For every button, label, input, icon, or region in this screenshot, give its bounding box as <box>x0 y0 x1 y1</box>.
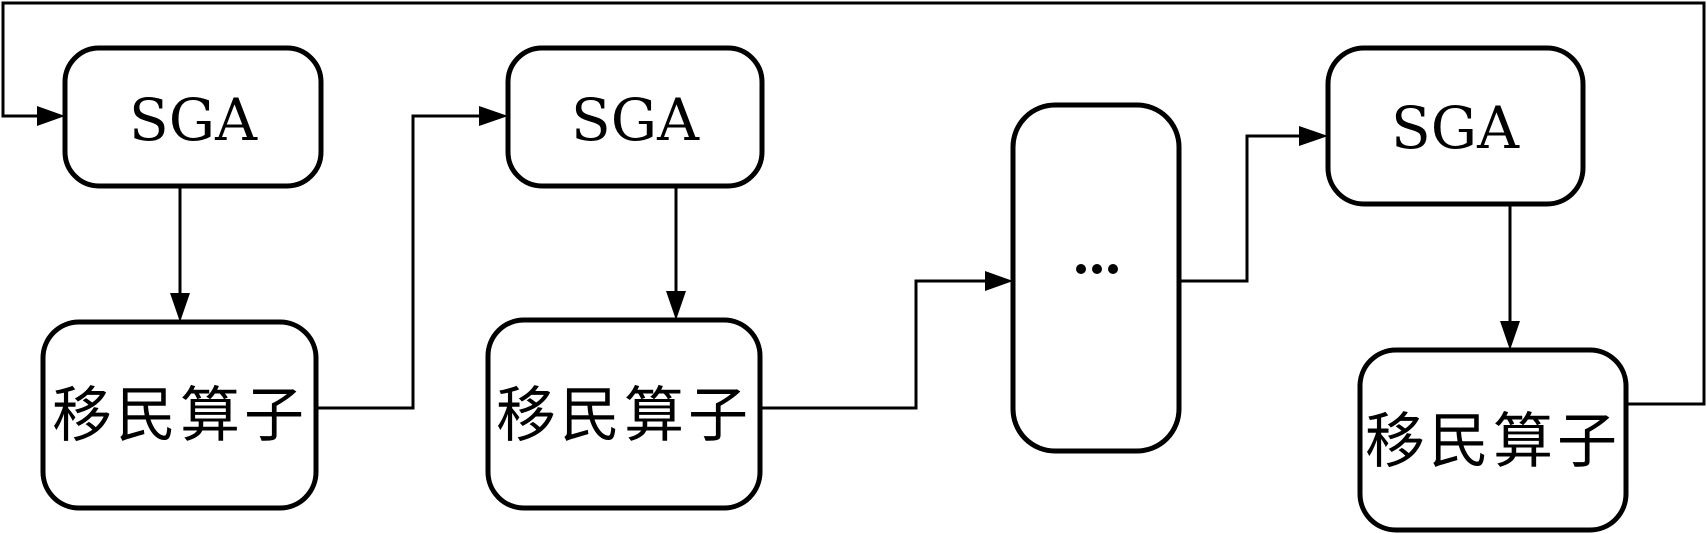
migration-operator-label-3: 移民算子 <box>1365 407 1621 477</box>
col2-down-arrowhead <box>666 291 686 320</box>
ellipsis-dot-3 <box>1108 264 1118 274</box>
link-1-2-arrowhead <box>479 106 508 126</box>
sga-box-2 <box>505 45 765 189</box>
migration-operator-box-1 <box>40 319 319 511</box>
migration-operator-box-2 <box>485 317 763 511</box>
link-2-ellipsis-arrowhead <box>985 271 1013 291</box>
col1-down-arrowhead <box>170 293 190 322</box>
sga-label-2: SGA <box>571 86 700 154</box>
link-1-2-line <box>316 114 480 410</box>
link-ellipsis-3-arrowhead <box>1299 126 1328 146</box>
link-2-ellipsis-line <box>760 279 986 410</box>
feedback-loop-arrowhead <box>37 106 65 126</box>
col3-down-arrowhead <box>1500 321 1520 350</box>
column-3: SGA 移民算子 <box>1325 45 1629 533</box>
ellipsis-block: … <box>1010 102 1182 454</box>
column-1: SGA 移民算子 <box>40 45 324 511</box>
sga-label-1: SGA <box>129 86 258 154</box>
ellipsis-box <box>1010 102 1182 454</box>
migration-operator-box-3 <box>1357 347 1629 533</box>
ellipsis-dot-1 <box>1076 264 1086 274</box>
feedback-loop-line <box>1 1 1706 406</box>
sga-box-3 <box>1325 45 1586 207</box>
migration-operator-label-2: 移民算子 <box>496 381 752 451</box>
sga-label-3: SGA <box>1391 94 1520 162</box>
sga-box-1 <box>62 45 324 189</box>
column-2: SGA 移民算子 <box>485 45 765 511</box>
migration-operator-label-1: 移民算子 <box>52 381 308 451</box>
ellipsis-text: … <box>1097 279 1098 281</box>
ellipsis-dot-2 <box>1092 264 1102 274</box>
